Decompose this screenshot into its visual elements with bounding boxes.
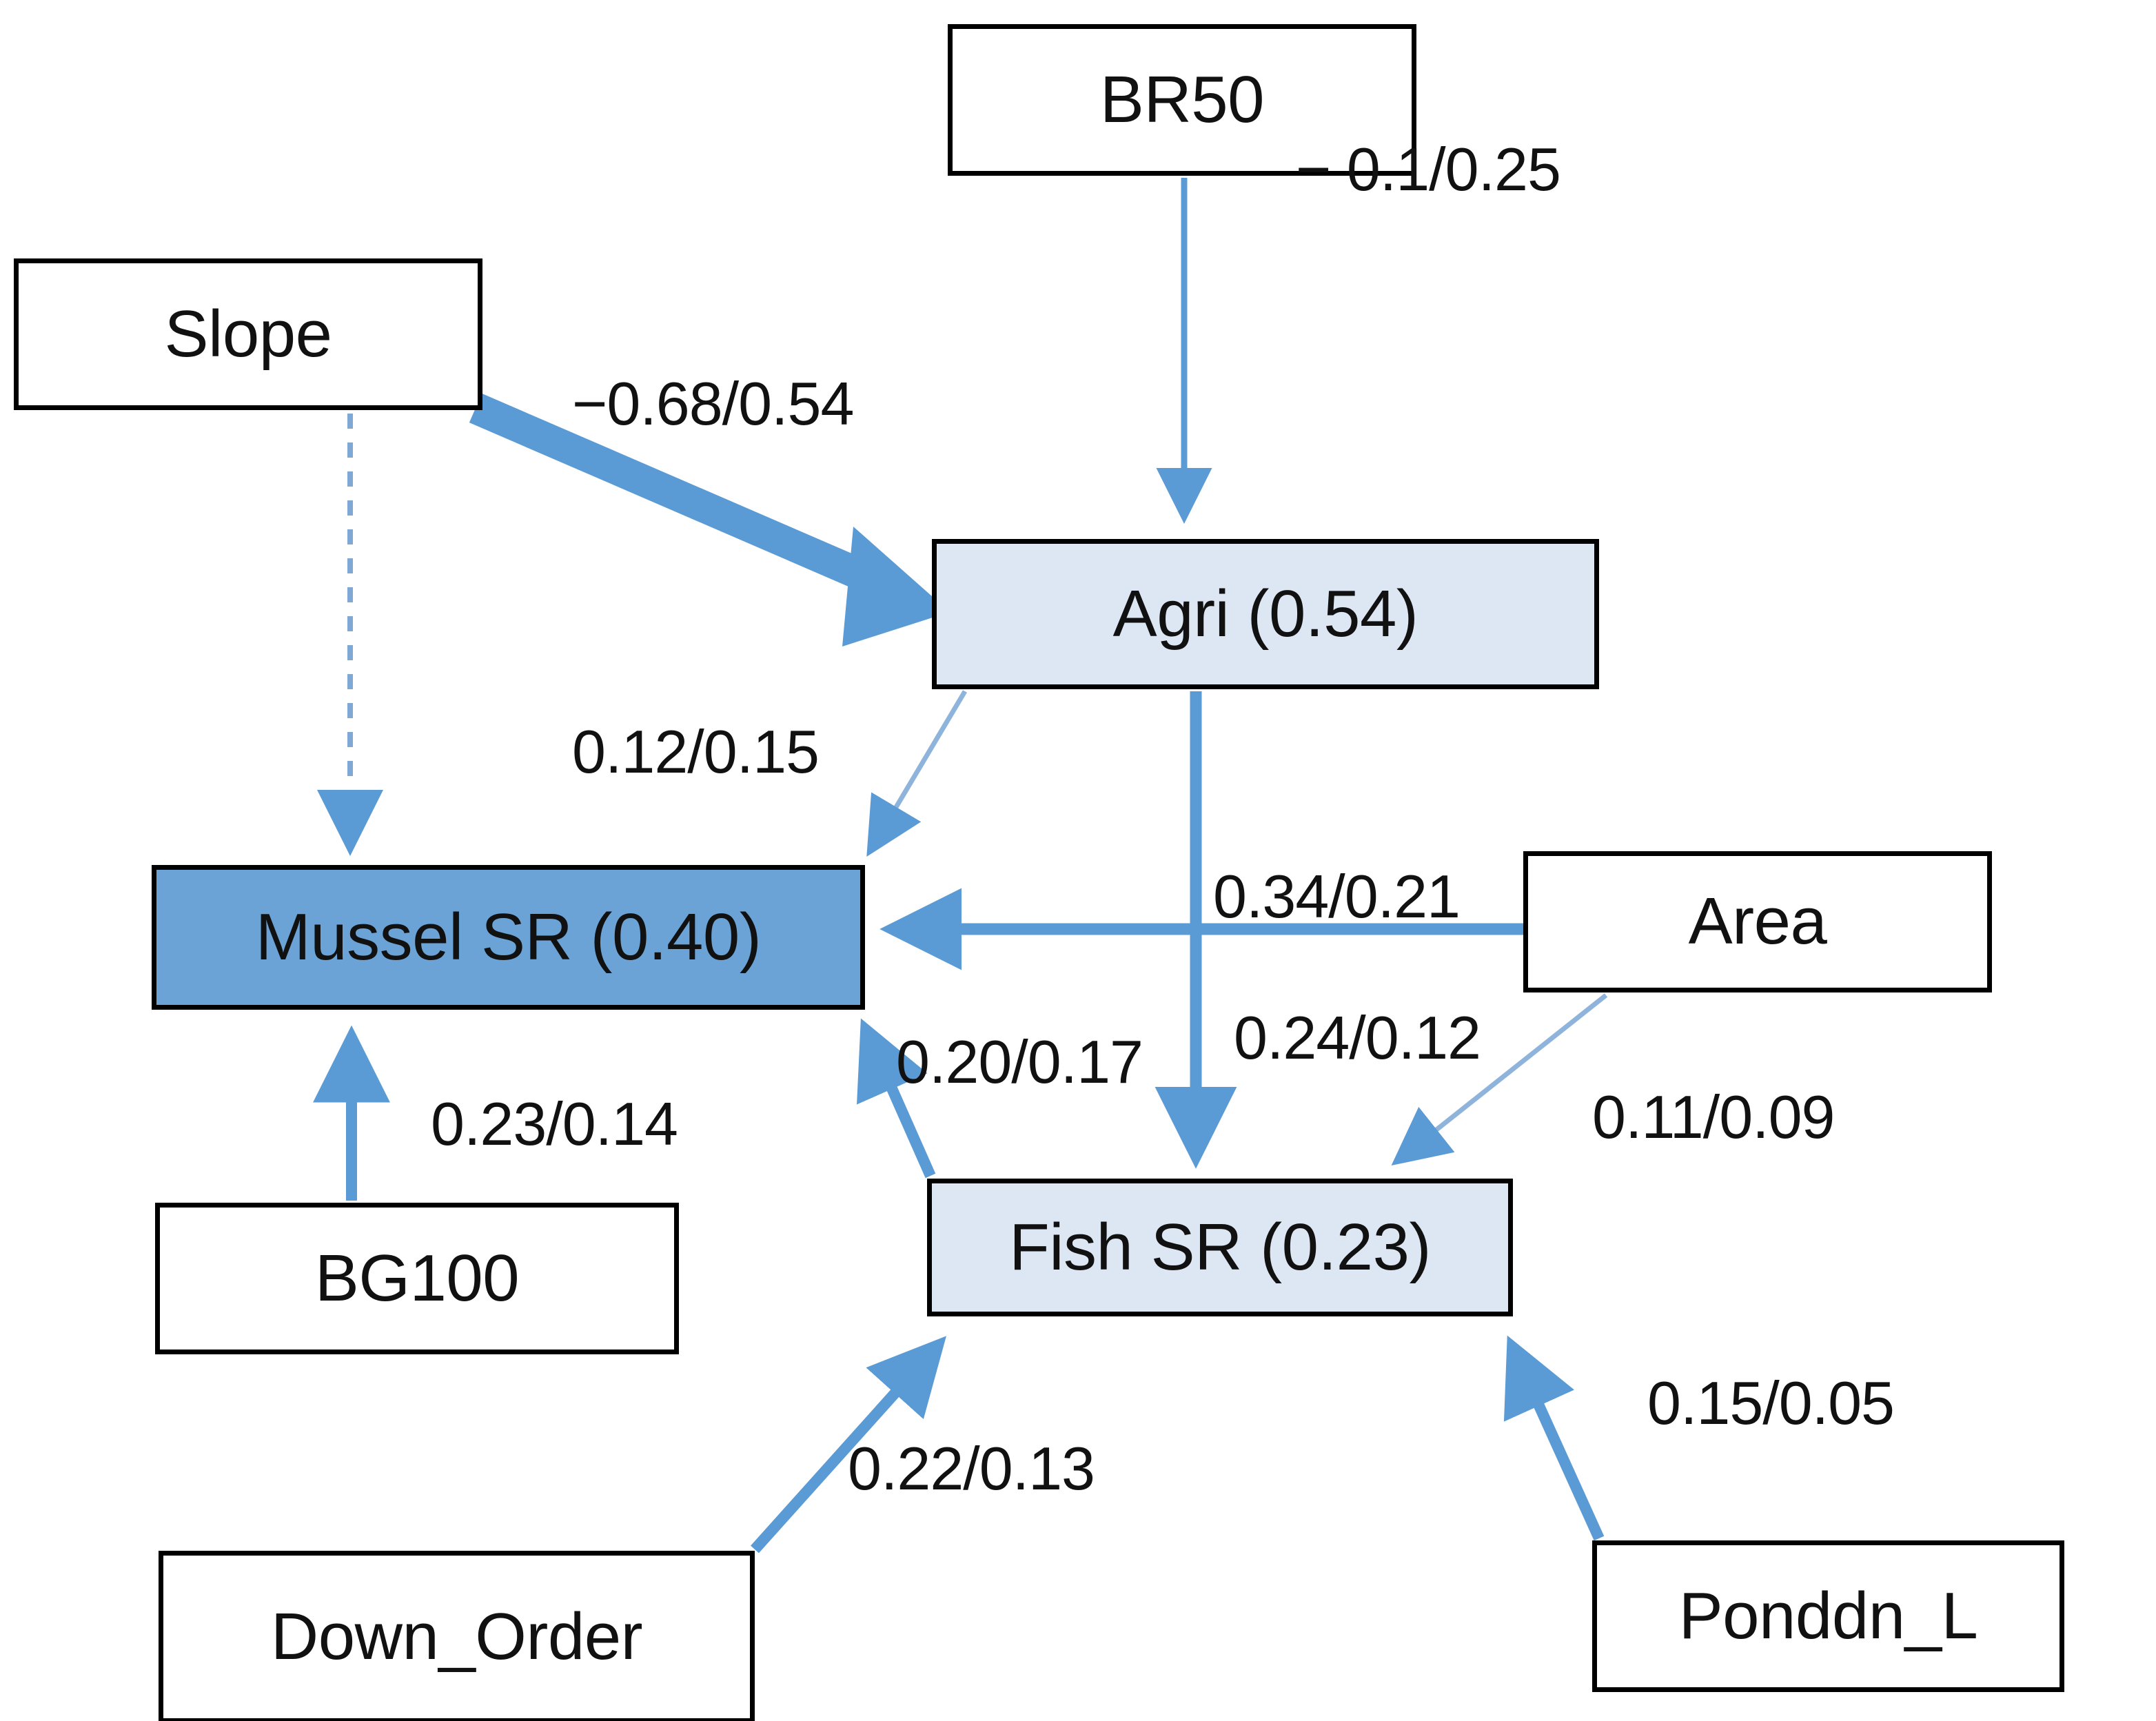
edge-label-agri-fish: 0.24/0.12 — [1234, 1004, 1481, 1072]
node-label-mussel-sr: Mussel SR (0.40) — [255, 899, 762, 974]
node-label-bg100: BG100 — [314, 1241, 520, 1315]
edge-label-area-mussel: 0.34/0.21 — [1213, 862, 1461, 930]
edge-ponddnl-to-fish — [1503, 1335, 1605, 1541]
node-br50[interactable]: BR50 — [948, 24, 1416, 176]
node-fish-sr[interactable]: Fish SR (0.23) — [927, 1179, 1513, 1316]
node-label-br50: BR50 — [1099, 62, 1265, 136]
edge-label-ponddnl-fish: 0.15/0.05 — [1647, 1369, 1895, 1437]
node-label-ponddn-l: Ponddn_L — [1678, 1578, 1978, 1653]
node-ponddn-l[interactable]: Ponddn_L — [1592, 1540, 2064, 1692]
node-mussel-sr[interactable]: Mussel SR (0.40) — [152, 865, 865, 1010]
node-label-agri: Agri (0.54) — [1112, 576, 1418, 651]
node-area[interactable]: Area — [1523, 851, 1992, 992]
edge-label-agri-mussel: 0.12/0.15 — [572, 717, 820, 786]
node-down-order[interactable]: Down_Order — [159, 1551, 755, 1721]
node-label-area: Area — [1688, 884, 1827, 959]
edge-label-br50-agri: − 0.1/0.25 — [1296, 135, 1561, 203]
node-label-down-order: Down_Order — [270, 1599, 643, 1673]
edge-label-downorder-fish: 0.22/0.13 — [848, 1434, 1095, 1503]
edge-slope-to-agri — [469, 393, 950, 646]
edge-label-fish-mussel: 0.20/0.17 — [896, 1028, 1143, 1096]
node-label-slope: Slope — [164, 296, 332, 371]
node-agri[interactable]: Agri (0.54) — [932, 539, 1599, 689]
edge-label-bg100-mussel: 0.23/0.14 — [431, 1090, 678, 1158]
edge-label-slope-agri: −0.68/0.54 — [572, 369, 854, 438]
node-slope[interactable]: Slope — [14, 258, 482, 410]
edge-label-area-fish: 0.11/0.09 — [1592, 1083, 1835, 1151]
edge-agri-to-mussel — [866, 690, 968, 857]
node-label-fish-sr: Fish SR (0.23) — [1009, 1210, 1431, 1284]
node-bg100[interactable]: BG100 — [155, 1203, 679, 1354]
